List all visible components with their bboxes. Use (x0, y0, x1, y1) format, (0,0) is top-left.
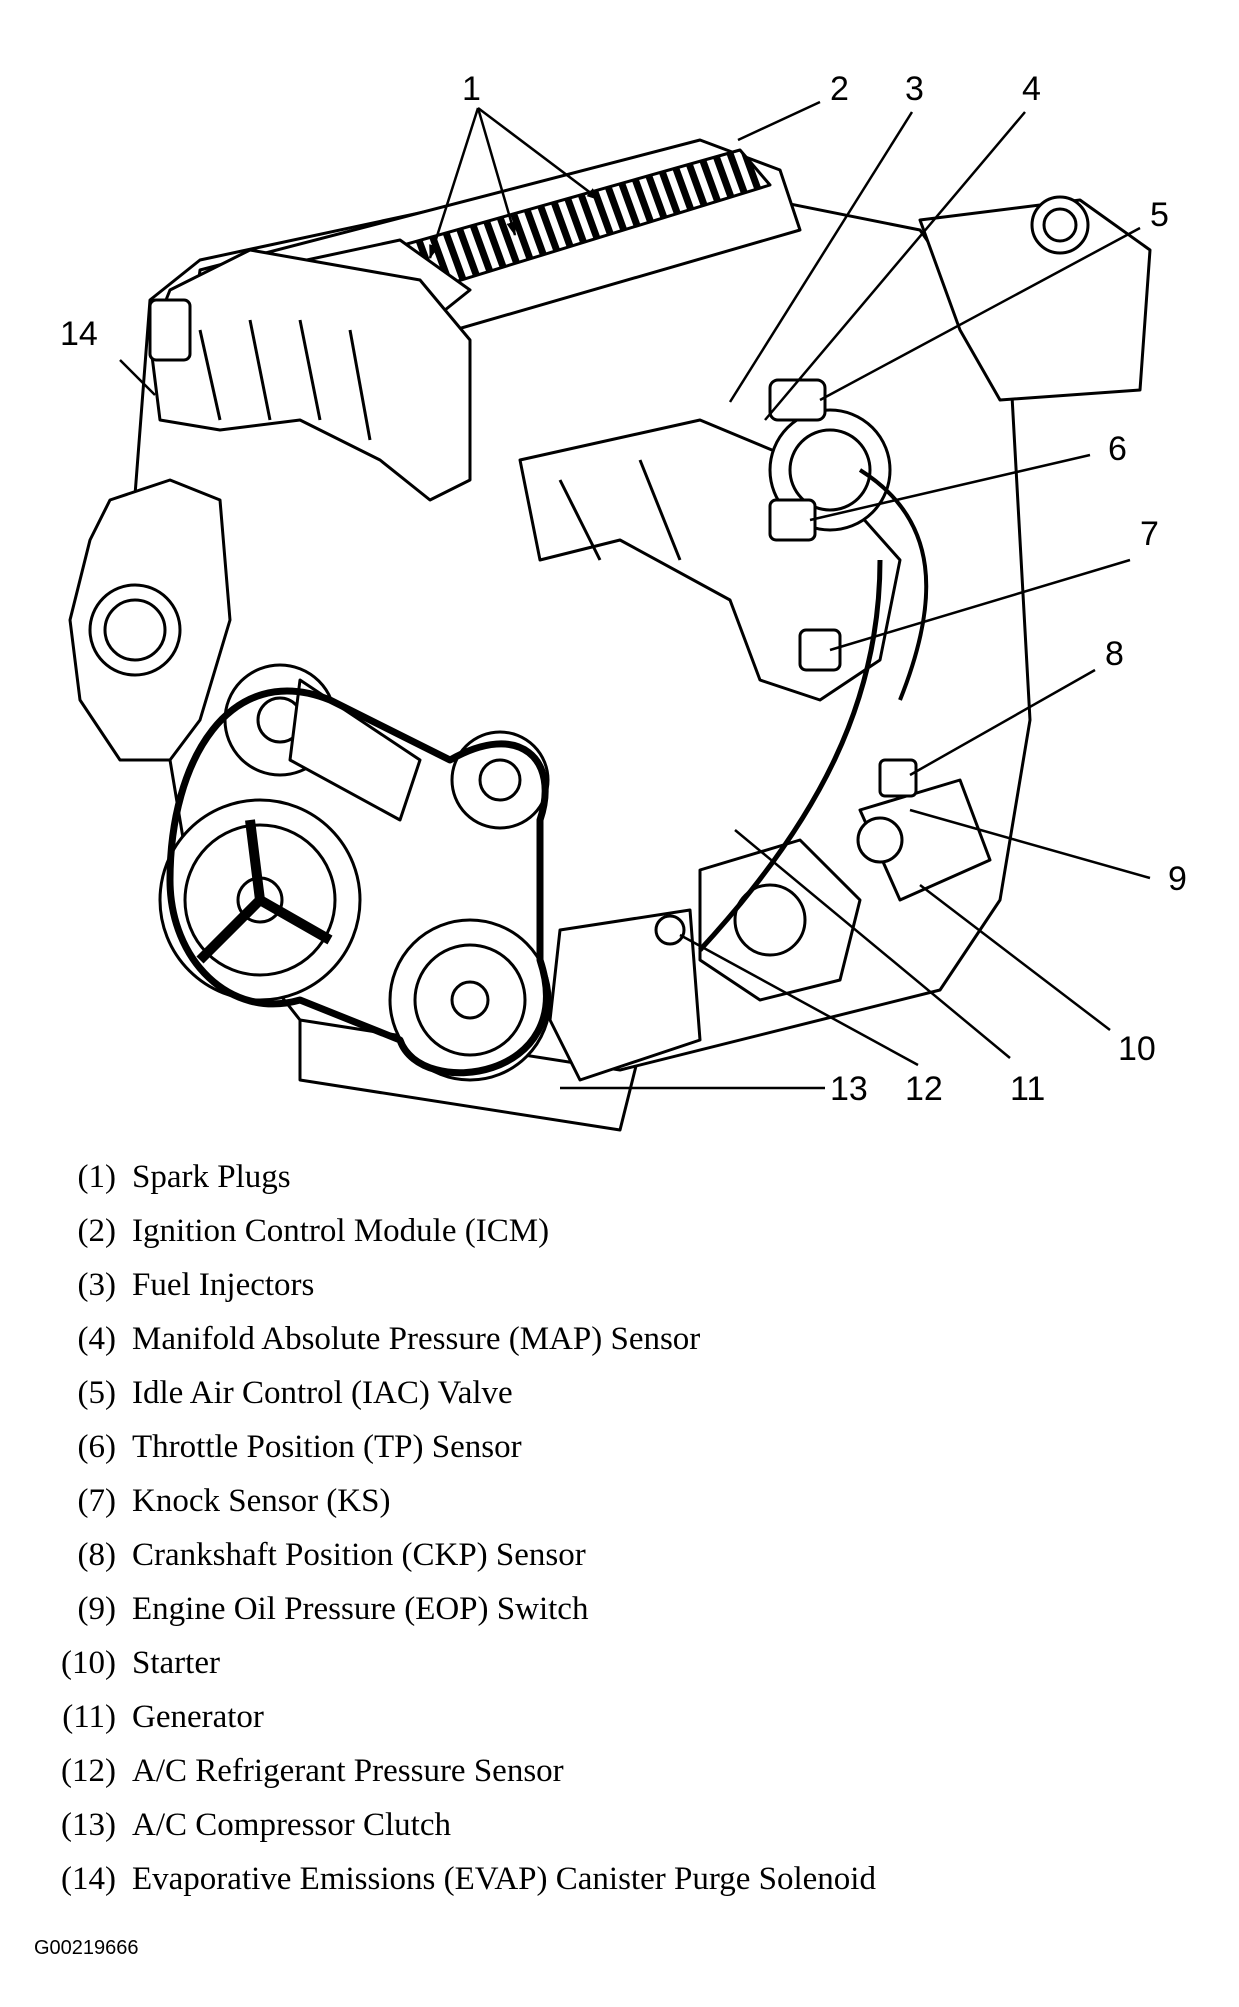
legend-number: (11) (62, 1699, 116, 1735)
callout-13: 13 (830, 1070, 868, 1108)
legend-label: Ignition Control Module (ICM) (132, 1213, 550, 1249)
legend-label: Starter (132, 1645, 220, 1681)
legend-label: Knock Sensor (KS) (132, 1483, 391, 1519)
knock-sensor (798, 628, 842, 672)
legend-item: (1) Spark Plugs (40, 1150, 1220, 1204)
legend-number: (6) (77, 1429, 116, 1465)
engine-illustration (68, 138, 1152, 1132)
legend-item: (11) Generator (40, 1690, 1220, 1744)
engine-component-diagram: 1 2 3 4 5 6 7 8 9 10 11 12 13 14 (60, 70, 1187, 1132)
legend-item: (7) Knock Sensor (KS) (40, 1474, 1220, 1528)
legend-number: (5) (77, 1375, 116, 1411)
legend-item: (14) Evaporative Emissions (EVAP) Caniste… (40, 1852, 1220, 1906)
callout-12: 12 (905, 1070, 943, 1108)
legend-number: (3) (77, 1267, 116, 1303)
legend-item: (8) Crankshaft Position (CKP) Sensor (40, 1528, 1220, 1582)
legend-number: (12) (61, 1753, 116, 1789)
callout-6: 6 (1108, 430, 1127, 468)
starter (858, 778, 992, 902)
legend-item: (5) Idle Air Control (IAC) Valve (40, 1366, 1220, 1420)
callout-11: 11 (1010, 1070, 1045, 1108)
callout-5: 5 (1150, 196, 1169, 234)
legend-label: Generator (132, 1699, 264, 1735)
iac-valve (768, 378, 827, 422)
legend-number: (7) (77, 1483, 116, 1519)
coolant-reservoir (918, 198, 1152, 402)
callout-4: 4 (1022, 70, 1041, 108)
legend-item: (4) Manifold Absolute Pressure (MAP) Sens… (40, 1312, 1220, 1366)
legend-number: (9) (77, 1591, 116, 1627)
legend-item: (6) Throttle Position (TP) Sensor (40, 1420, 1220, 1474)
legend-item: (3) Fuel Injectors (40, 1258, 1220, 1312)
callout-14: 14 (60, 315, 98, 353)
ac-compressor (548, 908, 702, 1082)
evap-solenoid (148, 298, 192, 362)
legend-label: Idle Air Control (IAC) Valve (132, 1375, 513, 1411)
legend-item: (10) Starter (40, 1636, 1220, 1690)
legend-label: Crankshaft Position (CKP) Sensor (132, 1537, 586, 1573)
legend-label: Engine Oil Pressure (EOP) Switch (132, 1591, 589, 1627)
legend-number: (4) (77, 1321, 116, 1357)
callout-2: 2 (830, 70, 849, 108)
callout-1: 1 (462, 70, 481, 108)
tensioner-arm (288, 678, 422, 822)
legend-number: (13) (61, 1807, 116, 1843)
legend-item: (2) Ignition Control Module (ICM) (40, 1204, 1220, 1258)
ckp-sensor (878, 758, 918, 798)
callout-8: 8 (1105, 635, 1124, 673)
legend-number: (2) (77, 1213, 116, 1249)
legend-item: (12) A/C Refrigerant Pressure Sensor (40, 1744, 1220, 1798)
legend-item: (9) Engine Oil Pressure (EOP) Switch (40, 1582, 1220, 1636)
legend-number: (10) (61, 1645, 116, 1681)
legend-label: A/C Compressor Clutch (132, 1807, 451, 1843)
callout-7: 7 (1140, 515, 1159, 553)
component-legend: (1) Spark Plugs (2) Ignition Control Modul… (40, 1150, 1220, 1906)
ac-pressure-sensor (654, 914, 686, 946)
legend-label: Throttle Position (TP) Sensor (132, 1429, 522, 1465)
callout-labels: 1 2 3 4 5 6 7 8 9 10 11 12 13 14 (60, 70, 1187, 1108)
legend-number: (1) (77, 1159, 116, 1195)
figure-id: G00219666 (34, 1937, 139, 1959)
legend-number: (8) (77, 1537, 116, 1573)
legend-label: A/C Refrigerant Pressure Sensor (132, 1753, 564, 1789)
callout-10: 10 (1118, 1030, 1156, 1068)
legend-item: (13) A/C Compressor Clutch (40, 1798, 1220, 1852)
legend-label: Fuel Injectors (132, 1267, 315, 1303)
serpentine-belt (166, 687, 550, 1077)
leader-lines (119, 100, 1151, 1090)
legend-number: (14) (61, 1861, 116, 1897)
legend-label: Evaporative Emissions (EVAP) Canister Pu… (132, 1861, 876, 1897)
callout-3: 3 (905, 70, 924, 108)
throttle-position-sensor (768, 498, 817, 542)
legend-label: Spark Plugs (132, 1159, 291, 1195)
callout-9: 9 (1168, 860, 1187, 898)
legend-label: Manifold Absolute Pressure (MAP) Sensor (132, 1321, 701, 1357)
wiring-harness (698, 559, 883, 952)
